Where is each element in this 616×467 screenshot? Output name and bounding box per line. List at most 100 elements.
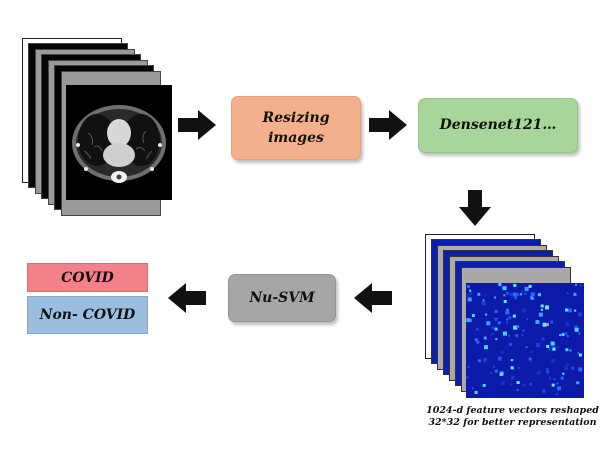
feature-pixel	[553, 378, 556, 381]
resizing-images-box: Resizing images	[231, 96, 361, 160]
feature-pixel	[481, 301, 486, 306]
feature-pixel	[530, 361, 533, 364]
feature-pixel	[502, 286, 507, 291]
feature-pixel	[516, 381, 520, 384]
feature-pixel	[508, 316, 512, 320]
feature-pixel	[522, 308, 527, 313]
noncovid-output-box: Non- COVID	[27, 296, 148, 334]
feature-pixel	[577, 352, 580, 355]
feature-pixel	[474, 391, 478, 394]
feature-pixel	[562, 372, 565, 375]
feature-pixel	[546, 323, 549, 326]
feature-pixel	[578, 353, 582, 357]
feature-pixel	[560, 376, 564, 380]
feature-pixel	[573, 292, 577, 296]
feature-pixel	[477, 292, 481, 296]
arrow-left-icon	[354, 283, 392, 313]
feature-pixel	[530, 296, 534, 300]
feature-pixel	[566, 292, 569, 295]
feature-pixel	[482, 358, 486, 362]
feature-pixel	[468, 318, 472, 322]
feature-pixel	[466, 318, 471, 323]
feature-pixel	[516, 389, 519, 392]
feature-pixel	[541, 308, 543, 311]
feature-pixel	[494, 309, 498, 313]
feature-pixel	[469, 289, 472, 292]
feature-pixel	[575, 283, 577, 286]
feature-pixel	[565, 348, 569, 352]
feature-pixel	[509, 292, 513, 296]
feature-pixel	[549, 377, 551, 380]
feature-pixel	[500, 381, 505, 385]
feature-pixel	[484, 293, 487, 296]
feature-pixel	[495, 338, 498, 341]
feature-pixel	[512, 314, 516, 318]
arrow-right-icon	[369, 110, 407, 140]
feature-pixel	[536, 370, 541, 375]
feature-pixel	[556, 346, 559, 349]
feature-pixel	[574, 309, 577, 312]
feature-pixel	[550, 341, 555, 346]
feature-pixel	[506, 321, 509, 324]
arrow-down-icon	[459, 190, 491, 226]
feature-pixel	[545, 368, 549, 371]
feature-pixel	[466, 293, 471, 298]
feature-pixel	[493, 365, 495, 368]
feature-pixel	[548, 348, 551, 351]
feature-pixel	[491, 333, 494, 335]
covid-label: COVID	[61, 269, 114, 286]
feature-pixel	[510, 359, 513, 362]
feature-pixel	[494, 327, 498, 331]
feature-pixel	[571, 366, 575, 370]
feature-pixel	[542, 322, 547, 327]
feature-pixel	[546, 370, 550, 374]
feature-pixel	[494, 317, 498, 321]
feature-pixel	[541, 337, 545, 341]
ct-scan-image	[66, 85, 172, 200]
feature-pixel	[506, 308, 509, 311]
feature-pixel	[535, 320, 540, 324]
feature-pixel	[503, 294, 506, 297]
feature-pixel	[578, 312, 583, 317]
feature-pixel	[552, 347, 556, 351]
feature-pixel	[498, 283, 502, 286]
feature-pixel	[510, 383, 512, 386]
feature-pixel	[525, 346, 528, 349]
feature-pixel	[505, 291, 509, 295]
feature-pixel	[467, 365, 470, 368]
feature-pixel	[513, 283, 517, 287]
feature-pixel	[482, 384, 486, 387]
feature-pixel	[546, 345, 550, 348]
feature-pixel	[565, 322, 570, 327]
feature-pixel	[516, 325, 520, 328]
feature-pixel	[470, 292, 473, 295]
feature-pixel	[503, 331, 507, 336]
feature-pixel	[537, 293, 541, 297]
feature-pixel	[529, 382, 533, 386]
feature-pixel	[484, 345, 488, 350]
feature-pixel	[506, 318, 509, 321]
noncovid-label: Non- COVID	[39, 307, 136, 323]
feature-pixel	[564, 332, 568, 335]
nu-svm-label: Nu-SVM	[249, 289, 315, 306]
feature-pixel	[516, 292, 520, 296]
feature-pixel	[483, 361, 486, 364]
feature-pixel	[474, 338, 478, 342]
feature-pixel	[556, 382, 559, 385]
feature-pixel	[477, 359, 481, 363]
feature-pixel	[530, 350, 533, 353]
feature-pixel	[528, 284, 532, 288]
densenet-label: Densenet121…	[439, 117, 557, 134]
feature-pixel	[513, 292, 517, 297]
feature-pixel	[466, 376, 469, 379]
feature-pixel	[564, 366, 569, 370]
feature-pixel	[522, 383, 526, 387]
feature-pixel	[522, 329, 525, 332]
feature-pixel	[565, 308, 569, 312]
feature-pixel	[513, 325, 518, 330]
feature-pixel	[497, 321, 501, 325]
feature-pixel	[499, 372, 503, 376]
feature-caption: 1024-d feature vectors reshaped 32*32 fo…	[420, 405, 605, 430]
feature-pixel	[510, 366, 514, 370]
arrow-right-icon	[178, 110, 216, 140]
